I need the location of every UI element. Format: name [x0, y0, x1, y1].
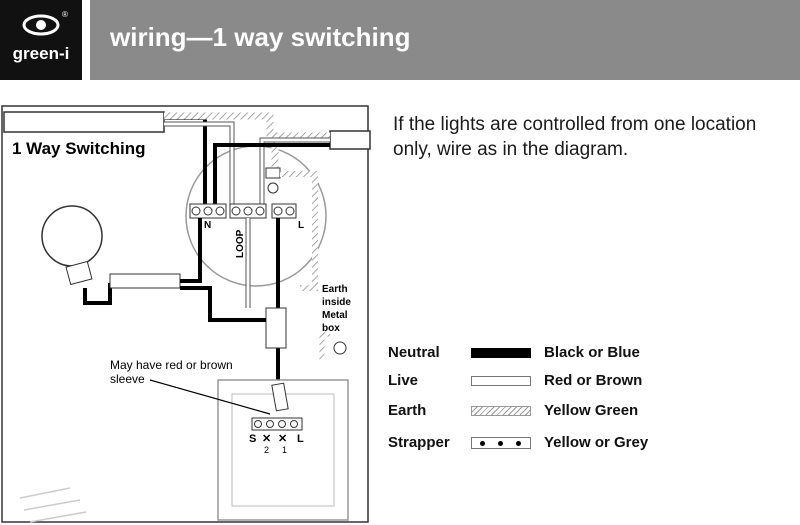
- switch-cross-2: ✕: [278, 433, 287, 445]
- legend-color: Red or Brown: [544, 372, 643, 389]
- switch-cross-1: ✕: [262, 433, 271, 445]
- neutral-swatch: [471, 348, 531, 358]
- lamp-neutral-wire: [180, 218, 202, 283]
- neutral-wire-out: [213, 143, 330, 206]
- lamp-live-wire: [180, 286, 266, 322]
- switch-label-l: L: [297, 433, 304, 445]
- earth-note-3: Metal: [322, 310, 348, 321]
- label-l: L: [298, 220, 304, 231]
- earth-note-2: inside: [322, 297, 351, 308]
- decorative-marks: [19, 487, 87, 523]
- switch-terminal-block: [251, 417, 303, 431]
- earth-terminal: [265, 167, 281, 179]
- sleeve-note-2: sleeve: [110, 372, 145, 386]
- earth-swatch: [471, 406, 531, 416]
- earth-note-1: Earth: [322, 284, 348, 295]
- sleeve-note-1: May have red or brown: [110, 358, 233, 372]
- earth-wire-in: [164, 112, 274, 138]
- label-loop: LOOP: [235, 229, 246, 258]
- legend-row-earth: Earth Yellow Green: [388, 402, 688, 422]
- legend-color: Black or Blue: [544, 344, 640, 361]
- page-title: wiring—1 way switching: [110, 22, 411, 52]
- lamp-cap: [65, 260, 93, 286]
- legend-color: Yellow or Grey: [544, 434, 649, 451]
- legend-row-strapper: Strapper Yellow or Grey: [388, 434, 688, 454]
- brand-name: green-i: [12, 44, 70, 63]
- earth-wire-to-switch: [280, 171, 318, 291]
- diagram-frame: [1, 105, 369, 523]
- legend-name: Live: [388, 372, 419, 389]
- sleeve-pointer: [149, 379, 271, 415]
- box-earth-icon: [333, 341, 347, 355]
- strapper-swatch: [471, 437, 531, 449]
- outgoing-cable: [329, 130, 371, 150]
- earth-note-4: box: [322, 323, 340, 334]
- legend-name: Strapper: [388, 434, 450, 451]
- live-swatch: [471, 376, 531, 386]
- live-wire-in: [164, 122, 234, 206]
- live-wire-out: [260, 138, 330, 206]
- brand-logo: ® green-i: [0, 0, 82, 80]
- eye-logo-icon: [22, 14, 60, 36]
- earth-wire-out: [271, 132, 330, 168]
- header-bar: wiring—1 way switching: [90, 0, 800, 80]
- switch-cable-sleeve: [265, 307, 287, 349]
- legend-color: Yellow Green: [544, 402, 639, 419]
- lamp-flex: [109, 273, 181, 289]
- legend-row-neutral: Neutral Black or Blue: [388, 344, 688, 364]
- legend-name: Earth: [388, 402, 427, 419]
- lamp-bulb: [41, 205, 103, 267]
- legend-row-live: Live Red or Brown: [388, 372, 688, 392]
- switch-label-2: 2: [264, 445, 269, 455]
- lamp-wire-black: [83, 283, 112, 305]
- diagram-title: 1 Way Switching: [12, 139, 146, 158]
- label-n: N: [204, 220, 211, 231]
- earth-symbol-icon: [267, 182, 279, 194]
- box-earth-wire: [319, 331, 330, 360]
- switch-label-1: 1: [282, 445, 287, 455]
- incoming-cable: [3, 111, 165, 133]
- legend-name: Neutral: [388, 344, 440, 361]
- registered-mark: ®: [62, 10, 68, 19]
- description-text: If the lights are controlled from one lo…: [393, 114, 757, 160]
- switch-sleeve: [271, 382, 289, 412]
- switch-label-s: S: [249, 433, 256, 445]
- wiring-diagram: 1 Way Switching N LOOP L Earth inside Me…: [1, 105, 371, 523]
